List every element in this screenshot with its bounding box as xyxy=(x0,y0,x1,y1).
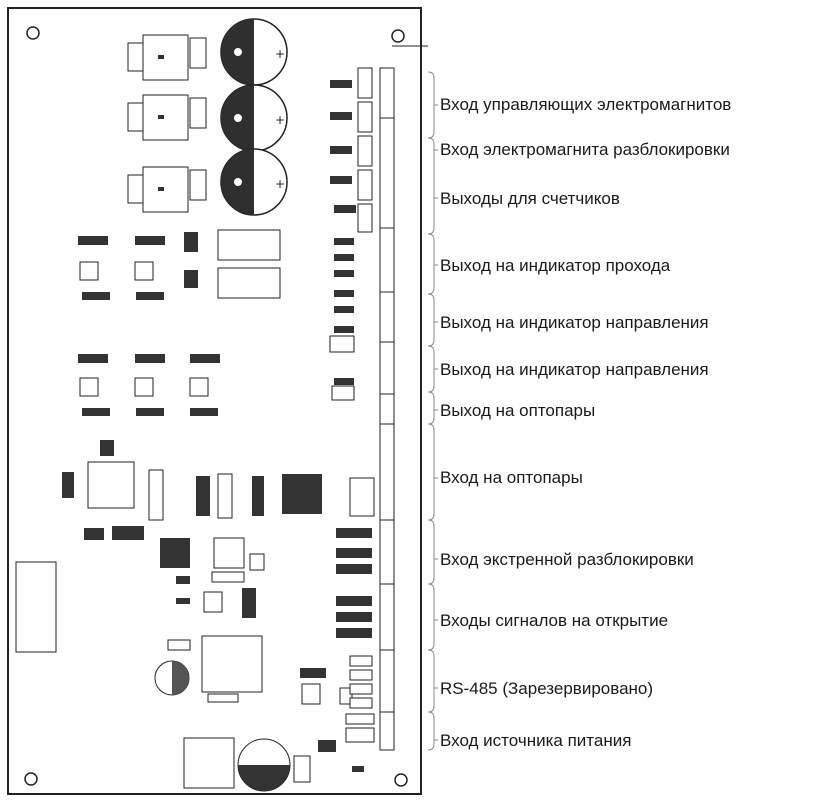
label-optocoupler-output: Выход на оптопары xyxy=(440,401,596,420)
label-counter-outputs: Выходы для счетчиков xyxy=(440,189,620,208)
label-direction-indicator-output-2: Выход на индикатор направления xyxy=(440,360,709,379)
label-control-electromagnets-input: Вход управляющих электромагнитов xyxy=(440,95,732,114)
label-pass-indicator-output: Выход на индикатор прохода xyxy=(440,256,671,275)
svg-text:+: + xyxy=(275,177,285,191)
label-optocoupler-input: Вход на оптопары xyxy=(440,468,583,487)
relay-block xyxy=(127,34,207,213)
label-unlock-electromagnet-input: Вход электромагнита разблокировки xyxy=(440,140,730,159)
svg-text:+: + xyxy=(275,47,285,61)
label-emergency-unlock-input: Вход экстренной разблокировки xyxy=(440,550,694,569)
mounting-hole-top-left xyxy=(26,26,40,40)
label-power-supply-input: Вход источника питания xyxy=(440,731,632,750)
mounting-hole-bottom-left xyxy=(24,772,38,786)
terminal-strip xyxy=(379,67,395,751)
capacitor-group: + + + xyxy=(220,18,288,216)
label-open-signal-inputs: Входы сигналов на открытие xyxy=(440,611,669,630)
svg-text:+: + xyxy=(275,113,285,127)
label-direction-indicator-output-1: Выход на индикатор направления xyxy=(440,313,709,332)
mounting-hole-bottom-right xyxy=(394,773,408,787)
bracket-lines xyxy=(427,71,438,751)
component-cluster xyxy=(15,67,375,792)
mounting-hole-top-right xyxy=(391,29,405,43)
label-rs485-reserved: RS-485 (Зарезервировано) xyxy=(440,679,654,698)
